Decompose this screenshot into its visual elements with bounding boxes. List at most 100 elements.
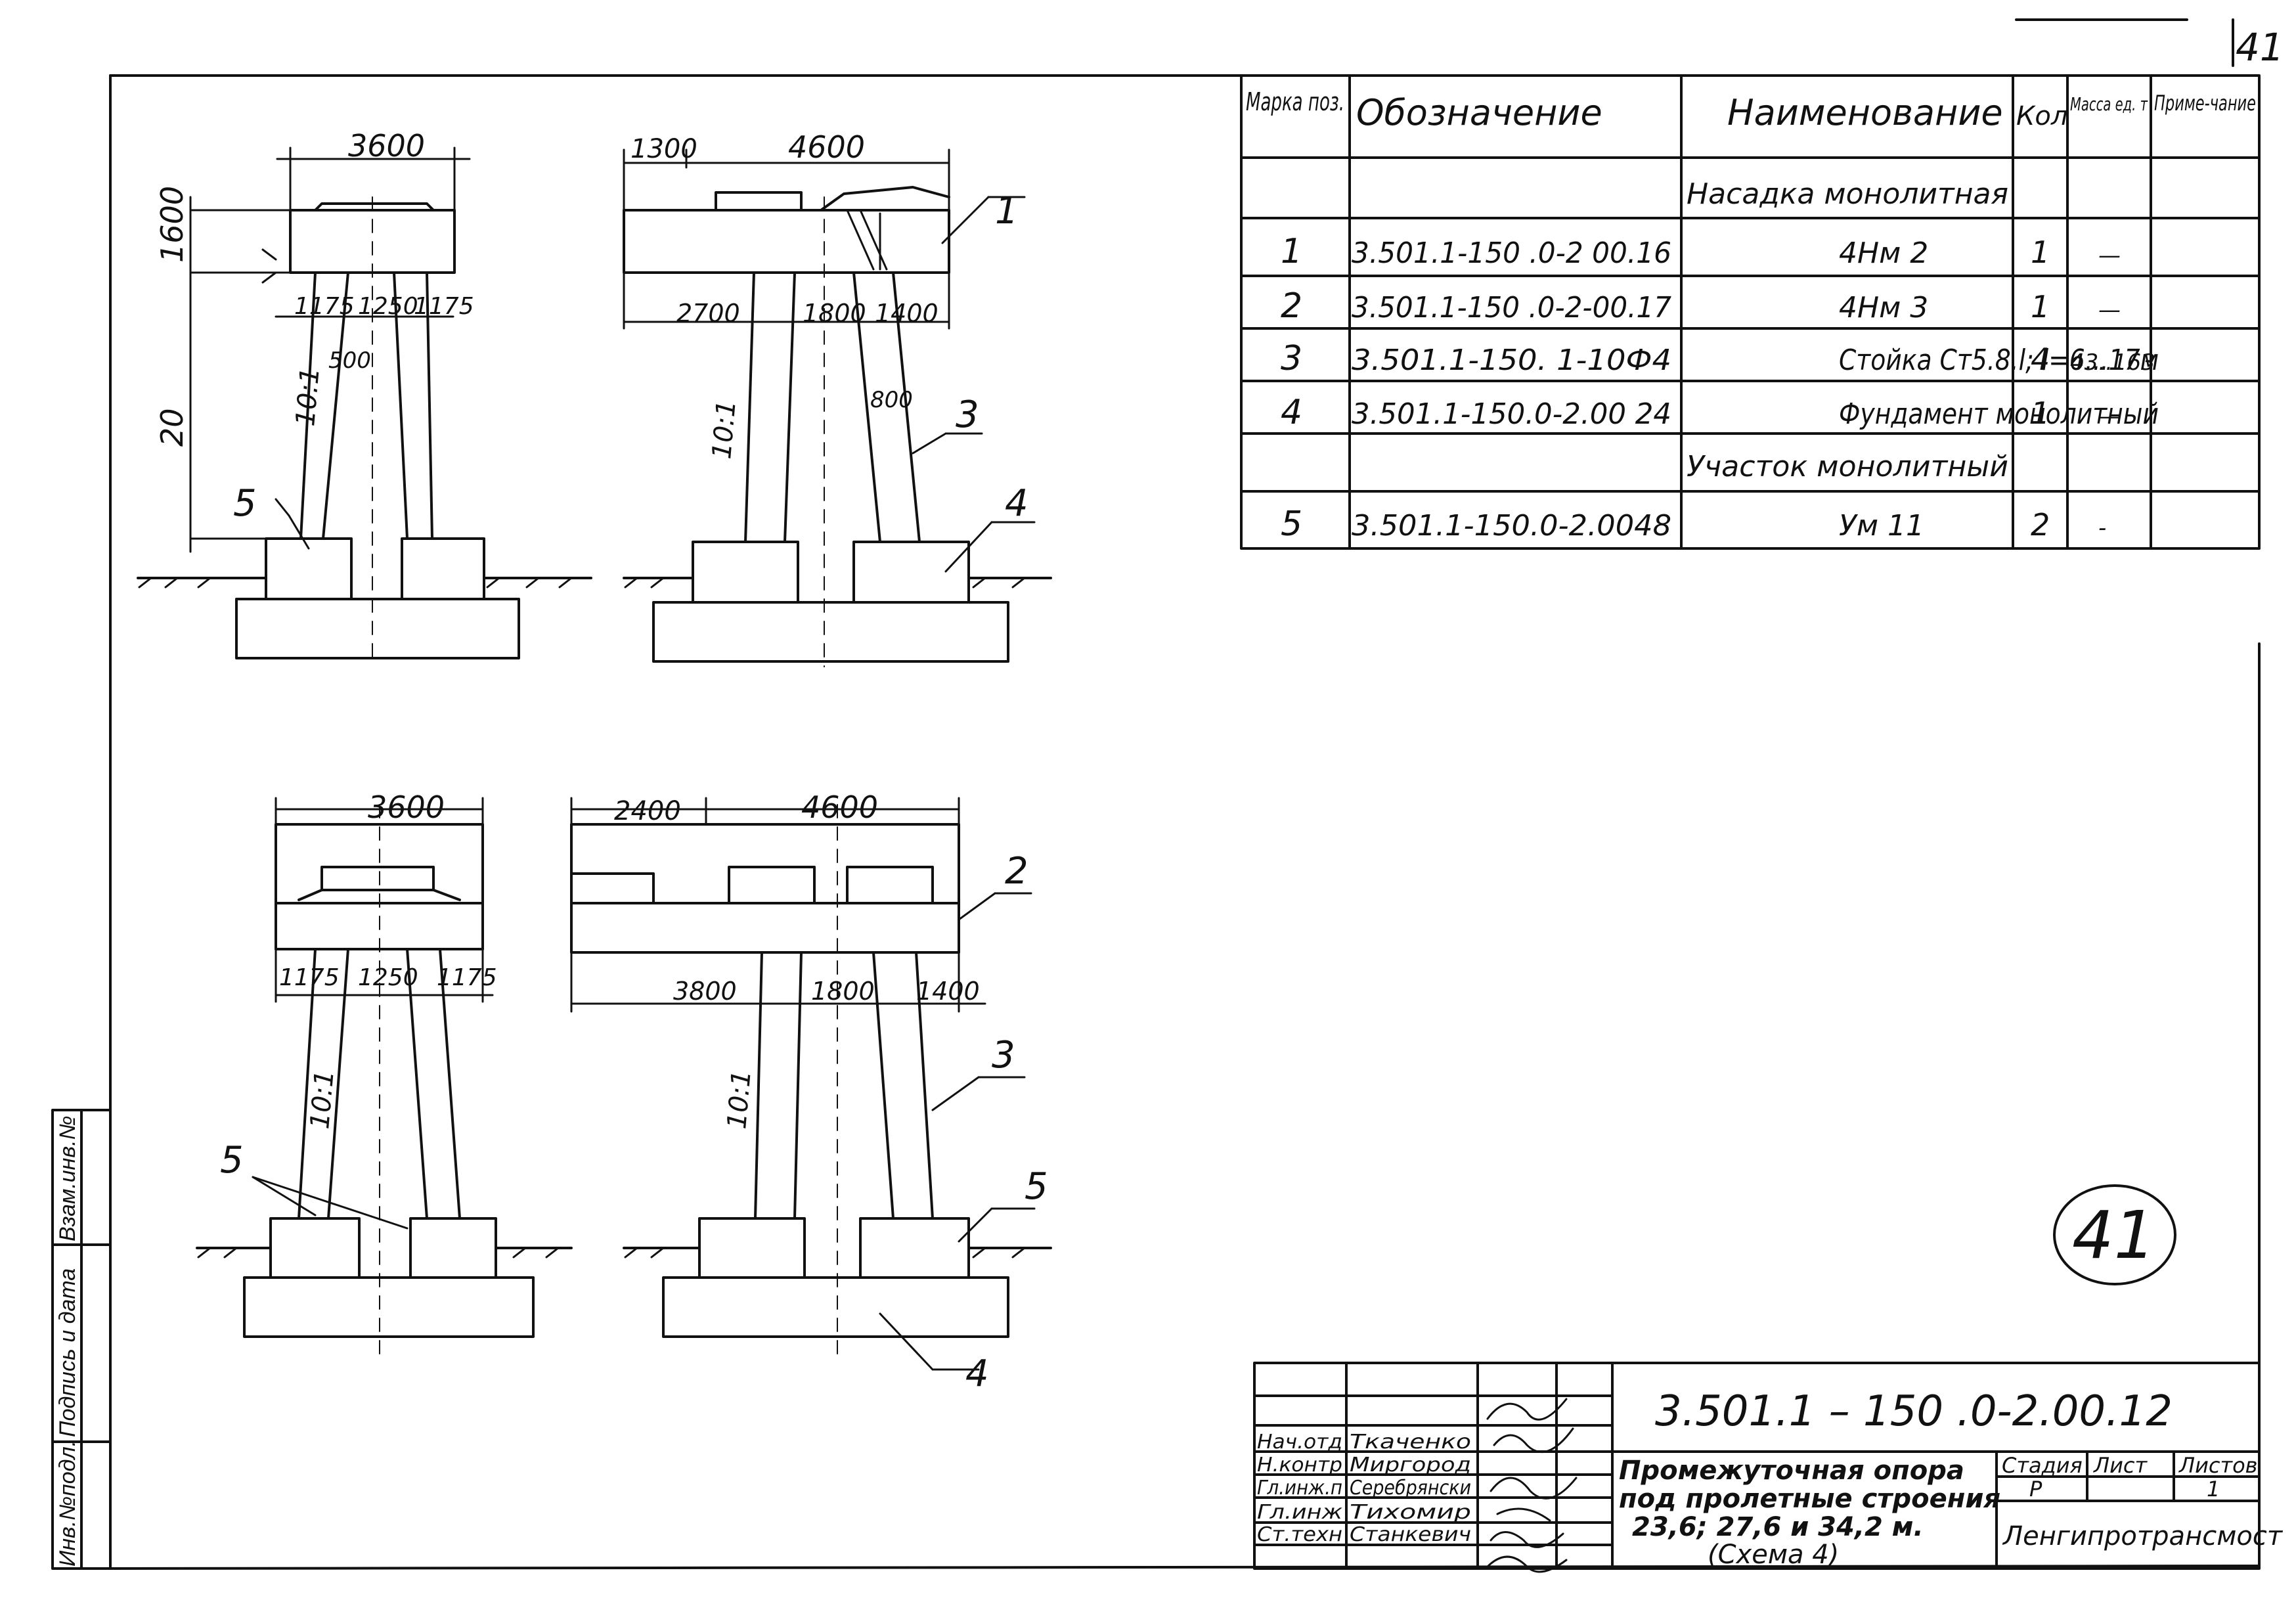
signatory-role: Гл.инж.п	[1257, 1477, 1342, 1500]
sheets-label: Листов	[2178, 1453, 2258, 1478]
callout-5-br: 5	[1025, 1165, 1048, 1208]
signatory-role: Гл.инж	[1257, 1501, 1342, 1524]
spec-cell-name: Ум 11	[1839, 509, 1924, 543]
pier-bottom-left-labels: 3600 1175 1250 1175 10:1 5	[220, 790, 497, 1182]
callout-4-br: 4	[965, 1352, 989, 1395]
side-stamp-sign: Подпись и дата	[55, 1268, 80, 1437]
spec-cell-mass: —	[2098, 297, 2121, 323]
title-line-3: 23,6; 27,6 и 34,2 м.	[1632, 1512, 1924, 1542]
callout-4-tr: 4	[1005, 482, 1028, 525]
spec-cell-qty: 1	[2031, 234, 2050, 270]
dim-1400-br: 1400	[916, 977, 980, 1006]
pier-top-left-labels: 3600 1600 20 1175 1250 1175 500 10:1 5	[154, 128, 474, 525]
spec-cell-qty: 1	[2031, 395, 2050, 431]
callout-3-br: 3	[992, 1034, 1015, 1077]
pier-top-right-labels: 1300 4600 2700 1800 1400 800 10:1 1 3 4	[630, 129, 1028, 525]
signatory-name: Миргород	[1350, 1454, 1471, 1477]
title-block-stage: Стадия Лист Листов Р 1 Ленгипротрансмост	[2002, 1453, 2284, 1551]
dim-1300-tr: 1300	[630, 134, 697, 164]
slope-br: 10:1	[722, 1069, 757, 1130]
dim-3800-br: 3800	[673, 977, 737, 1006]
doc-code: 3.501.1 – 150 .0-2.00.12	[1655, 1387, 2173, 1436]
dim-height-tl: 20	[154, 408, 190, 447]
signatory-role: Нач.отд	[1257, 1431, 1342, 1454]
callout-5-bl: 5	[220, 1139, 244, 1182]
signatory-role: Ст.техн	[1257, 1523, 1342, 1546]
spec-cell-pos: 1	[1281, 232, 1302, 271]
header-qty: Кол	[2016, 101, 2067, 131]
header-name: Наименование	[1727, 92, 2003, 133]
spec-cell-pos: 2	[1281, 286, 1302, 326]
spec-cell-mass: -	[2098, 515, 2106, 541]
organization: Ленгипротрансмост	[2002, 1521, 2284, 1551]
spec-cell-name: Участок монолитный	[1687, 450, 2008, 483]
header-note: Приме-чание	[2154, 91, 2256, 116]
side-stamp-replace: Взам.инв.№	[55, 1116, 80, 1241]
dim-3600-bl: 3600	[368, 790, 445, 825]
spec-cell-name: Фундамент монолитный	[1839, 397, 2159, 431]
circled-sheet-number: 41	[2053, 1184, 2176, 1285]
dim-800-tr: 800	[870, 387, 913, 413]
page-number-corner: 41	[2236, 25, 2284, 70]
spec-table-headers: Марка поз. Обозначение Наименование Кол …	[1246, 87, 2256, 133]
dim-1800-br: 1800	[811, 977, 875, 1006]
spec-cell-pos: 4	[1281, 393, 1302, 432]
pier-bottom-right-labels: 2400 4600 3800 1800 1400 10:1 2 3 5 4	[614, 790, 1048, 1395]
sheet-label: Лист	[2093, 1453, 2148, 1478]
dim-1175b-tl: 1175	[414, 293, 474, 320]
pier-elevation-top-left	[137, 146, 592, 664]
title-line-2: под пролетные строения	[1619, 1484, 2000, 1514]
header-designation: Обозначение	[1356, 92, 1602, 133]
spec-cell-name: 4Нм 2	[1839, 236, 1928, 270]
spec-cell-pos: 5	[1281, 504, 1302, 544]
circled-number-text: 41	[2072, 1197, 2155, 1274]
spec-cell-qty: 1	[2031, 289, 2050, 324]
dim-4600-tr: 4600	[788, 129, 865, 165]
slope-tl: 10:1	[290, 366, 326, 427]
signatory-name: Тихомир	[1350, 1501, 1471, 1524]
header-mass: Масса ед. т	[2070, 93, 2148, 115]
signatory-role: Н.контр	[1257, 1454, 1342, 1477]
pier-elevation-bottom-left	[196, 797, 573, 1357]
callout-2-br: 2	[1005, 850, 1028, 893]
callout-5-tl: 5	[233, 482, 257, 525]
spec-cell-name: 4Нм 3	[1839, 291, 1928, 324]
header-mark: Марка поз.	[1246, 87, 1344, 116]
slope-tr: 10:1	[707, 399, 742, 460]
callout-3-tr: 3	[956, 393, 979, 436]
spec-cell-name: Насадка монолитная	[1687, 177, 2008, 211]
spec-cell-qty: 4	[2031, 342, 2050, 377]
dim-1175a-tl: 1175	[294, 293, 355, 320]
signatures	[1486, 1398, 1578, 1573]
spec-cell-mass: —	[2098, 242, 2121, 269]
spec-cell-mass: —	[2098, 403, 2121, 430]
title-line-4: (Схема 4)	[1708, 1540, 1839, 1570]
spec-cell-code: 3.501.1-150 .0-2-00.17	[1352, 291, 1671, 324]
dim-500-tl: 500	[328, 347, 371, 374]
dim-1600-tl: 1600	[154, 186, 190, 263]
side-stamp-inv: Инв.№подл.	[55, 1440, 80, 1567]
dim-1400-tr: 1400	[875, 299, 938, 328]
dim-1250-tl: 1250	[358, 293, 418, 320]
dim-1175b-bl: 1175	[437, 964, 497, 991]
title-block-signatories: Нач.отдН.контрГл.инж.пГл.инжСт.технТкаче…	[1257, 1431, 1471, 1546]
callout-1-tr: 1	[995, 190, 1019, 233]
spec-cell-code: 3.501.1-150.0-2.00 24	[1352, 397, 1671, 431]
spec-cell-code: 3.501.1-150. 1-10Ф4	[1352, 344, 1671, 377]
spec-cell-code: 3.501.1-150.0-2.0048	[1352, 509, 1671, 543]
dim-2400-br: 2400	[614, 796, 681, 826]
dim-1250-bl: 1250	[358, 964, 418, 991]
signatory-name: Станкевич	[1350, 1523, 1471, 1546]
spec-cell-mass: 43..163	[2070, 349, 2155, 376]
slope-bl: 10:1	[305, 1069, 340, 1130]
signatory-name: Серебрянски	[1350, 1477, 1471, 1500]
dim-4600-br: 4600	[801, 790, 878, 825]
dim-1800-tr: 1800	[803, 299, 866, 328]
title-text: Промежуточная опора под пролетные строен…	[1619, 1456, 2000, 1570]
spec-cell-qty: 2	[2031, 507, 2050, 543]
side-stamp	[51, 1109, 112, 1570]
pier-elevation-top-right	[623, 148, 1052, 667]
dim-3600-tl: 3600	[348, 128, 425, 164]
